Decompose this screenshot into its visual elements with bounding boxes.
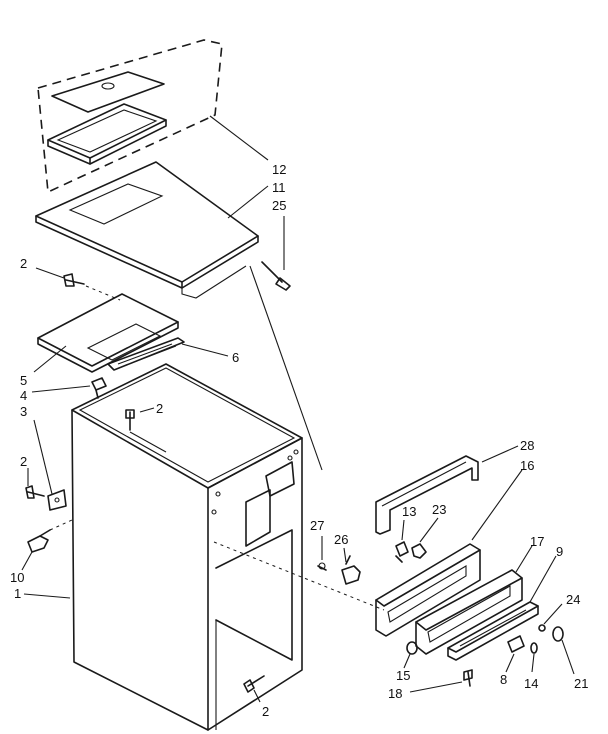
callout-2-a: 2	[20, 256, 27, 271]
callout-17: 17	[530, 534, 544, 549]
part-6-strip	[107, 337, 185, 371]
callout-2-b: 2	[156, 401, 163, 416]
callout-10: 10	[10, 570, 24, 585]
part-12-kit-outline	[37, 39, 223, 194]
callout-23: 23	[432, 502, 446, 517]
part-9-lens	[447, 601, 539, 661]
leader-lines	[21, 115, 575, 703]
part-5-panel	[37, 293, 179, 373]
part-26-switch	[341, 555, 361, 585]
part-28-handle	[375, 455, 479, 535]
part-3-bracket	[47, 489, 67, 511]
part-2-screw-upper	[63, 273, 121, 301]
callout-21: 21	[574, 676, 588, 691]
callout-27: 27	[310, 518, 324, 533]
part-10-latch	[27, 519, 73, 553]
callout-28: 28	[520, 438, 534, 453]
part-2-screw-bottom	[243, 675, 265, 693]
callout-16: 16	[520, 458, 534, 473]
callout-11: 11	[272, 180, 286, 195]
callout-1: 1	[14, 586, 21, 601]
part-12-tray	[47, 103, 167, 165]
callout-labels: 12 11 25 2 6 5 4 3 2 2 10 1 28 16 27 26 …	[10, 162, 588, 719]
callout-25: 25	[272, 198, 286, 213]
part-1-cabinet	[71, 363, 303, 731]
callout-2-c: 2	[20, 454, 27, 469]
part-13-knob	[395, 541, 409, 563]
part-11-top-panel	[35, 161, 259, 299]
callout-13: 13	[402, 504, 416, 519]
callout-14: 14	[524, 676, 538, 691]
callout-5: 5	[20, 373, 27, 388]
part-14-spacer	[530, 642, 538, 654]
part-17-bezel	[415, 569, 523, 655]
callout-3: 3	[20, 404, 27, 419]
part-2-screw-left	[25, 485, 45, 499]
part-24-washer	[538, 624, 546, 632]
callout-18: 18	[388, 686, 402, 701]
callout-24: 24	[566, 592, 580, 607]
part-15-foot	[406, 641, 418, 655]
part-8-insert	[507, 635, 525, 653]
callout-8: 8	[500, 672, 507, 687]
assembly-line-mid	[213, 541, 385, 611]
callout-15: 15	[396, 668, 410, 683]
part-27-screw	[317, 562, 327, 571]
part-12-cover-plate	[51, 71, 165, 113]
part-21-knob	[552, 626, 564, 642]
part-18-screw	[463, 669, 473, 687]
assembly-line-top	[249, 265, 323, 471]
callout-26: 26	[334, 532, 348, 547]
callout-4: 4	[20, 388, 27, 403]
callout-2-d: 2	[262, 704, 269, 719]
callout-9: 9	[556, 544, 563, 559]
callout-12: 12	[272, 162, 286, 177]
part-2-screw-inner	[125, 409, 135, 431]
part-16-frame	[375, 543, 481, 637]
callout-6: 6	[232, 350, 239, 365]
part-23-bracket	[411, 543, 427, 559]
part-25-screw	[261, 261, 291, 291]
